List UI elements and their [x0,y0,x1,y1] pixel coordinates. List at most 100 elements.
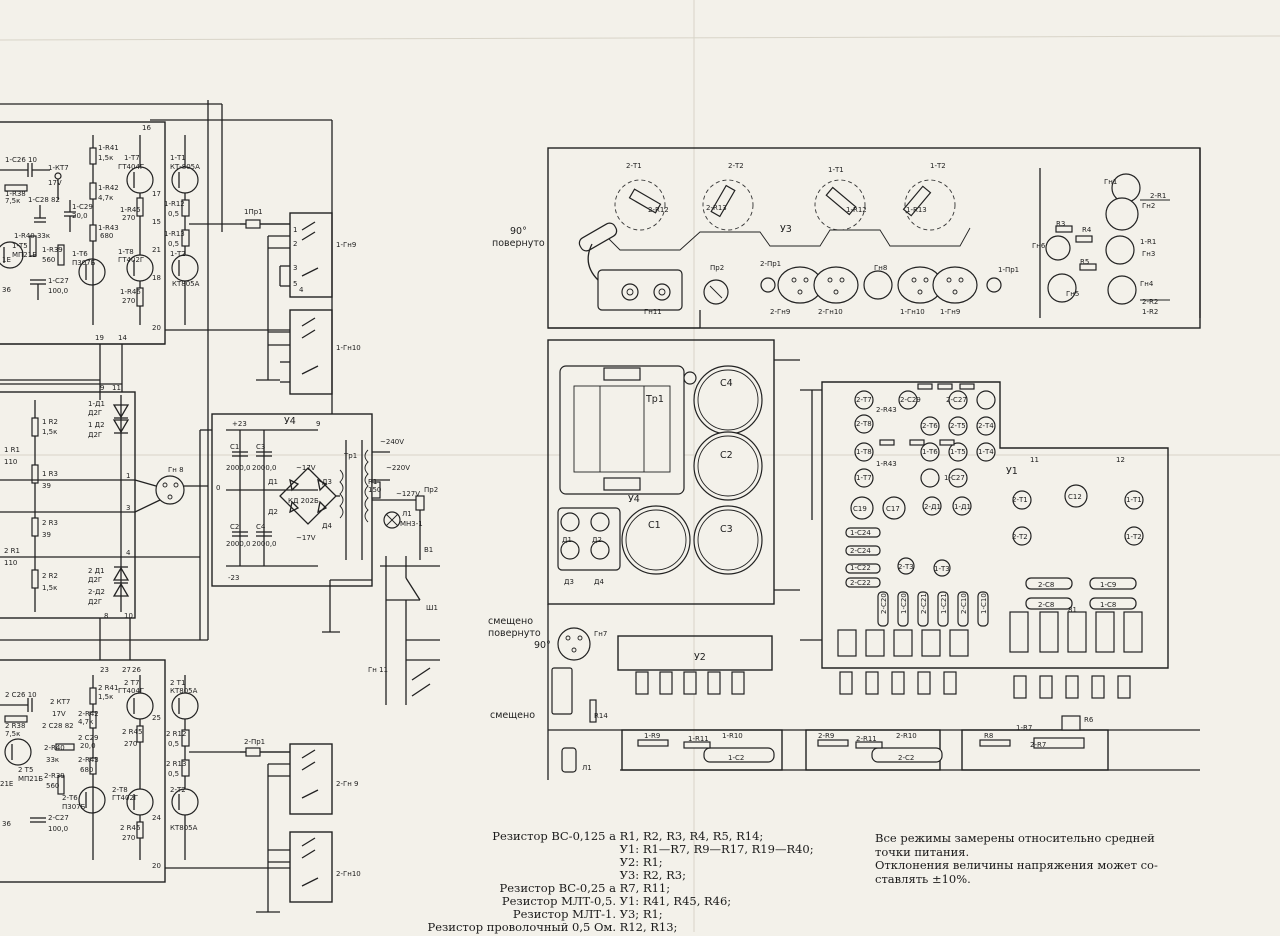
note-key: Резистор МЛТ-0,5. [501,894,616,908]
r2b-value: 1,5к [42,584,57,592]
c4-label: C4 [256,523,266,531]
resistor-notes: Резистор ВС-0,125 а R1, R2, R3, R4, R5, … [420,829,814,934]
r38-label: 1-R38 [5,190,26,198]
pin-3: 3 [126,504,130,512]
c28b-label: 2 C28 82 [42,722,74,730]
pin-17: 17 [152,190,161,198]
kt7-voltage: 17V [48,179,62,187]
bottom-layout: смещено повернуто 90° Гн7 У2 R14 смещено… [488,604,1200,780]
r45b-value: 270 [124,740,137,748]
u1-1t2: 1-Т2 [1126,533,1142,541]
kt7b-voltage: 17V [52,710,66,718]
ch-c4: С4 [720,378,733,389]
r3-value: 39 [42,482,51,490]
c29-label: 1-C29 [72,203,93,211]
c27-label: 1-C27 [48,277,69,285]
t7-label: 1-Т7 [124,154,140,162]
u3-label: У3 [780,224,792,235]
top-gn8: Гн8 [874,264,887,272]
top-2t1: 2-Т1 [626,162,642,170]
chassis-layout: Тр1 С4 С2 С1 С3 У4 Д1 Д2 Д3 Д4 [547,339,800,605]
pin-20: 20 [152,324,161,332]
note-value: У1: R1—R7, R9—R17, R19—R40; [619,842,814,856]
ch1-36: 36 [2,286,11,294]
ch-c1: С1 [648,520,661,531]
c27b-value: 100,0 [48,825,68,833]
v1-label: В1 [424,546,433,554]
top-board-layout: 2-Т1 2-Т2 1-Т1 1-Т2 2-R12 2-R13 1-R12 1-… [492,147,1201,329]
u1-2c29: 2-С29 [900,396,921,404]
u1-label: У1 [1006,466,1018,477]
r43b-label: 2-R43 [78,756,99,764]
cp-2r1: 2-R1 [1150,192,1166,200]
u1-1c24: 1-С24 [850,529,871,537]
u1-2t3: 2-Т3 [898,563,914,571]
top-1r12: 1-R12 [846,206,867,214]
l1-label: Л1 [582,764,592,772]
bridge-type: КД 202Б [288,497,319,505]
v220-label: ~220V [386,464,410,472]
jack-pin-1: 1 [293,226,297,234]
r42b-value: 4,7к [78,718,93,726]
1gn9-label: 1-Гн9 [336,241,356,249]
pin-14: 14 [118,334,127,342]
r3-label: 1 R3 [42,470,58,478]
c29b-label: 2 C29 [78,734,98,742]
t6b-label: 2-Т6 [62,794,78,802]
top-2t2: 2-Т2 [728,162,744,170]
u1-2c24: 2-С24 [850,547,871,555]
r39-value: 560 [42,256,55,264]
r45-value: 270 [122,214,135,222]
note-value: R1, R2, R3, R4, R5, R14; [619,829,764,843]
r46b-label: 2 R46 [120,824,141,832]
c4-value: 2000,0 [252,540,277,548]
bridge-d4: Д4 [322,522,332,530]
t1-type: КТ-805А [170,163,200,171]
pin-9: 9 [100,384,104,392]
u1-2c20: 2-С20 [880,593,888,614]
r39-label: 1-R39 [42,246,63,254]
1gn10-label: 1-Гн10 [336,344,361,352]
cp-1r2: 1-R2 [1142,308,1158,316]
r2-value: 1,5к [42,428,57,436]
u1-2c21: 2-С21 [920,593,928,614]
rotated-label-2: повернуто [488,628,541,639]
2gn9-label: 2-Гн 9 [336,780,359,788]
1r11-label: 1-R11 [688,735,709,743]
pin-15: 15 [152,218,161,226]
jack-pin-2: 2 [293,240,297,248]
t8-type: ГТ402Г [118,256,144,264]
cp-gn1: Гн1 [1104,178,1117,186]
d1b-type: Д2Г [88,576,102,584]
cp-gn2: Гн2 [1142,202,1155,210]
pin9-label: 9 [316,420,320,428]
d2-type: Д2Г [88,431,102,439]
r12-label: 1-R12 [164,200,185,208]
u1-1d1: 1-Д1 [954,503,971,511]
pin-20b: 20 [152,862,161,870]
zero-label: 0 [216,484,220,492]
c28-label: 1-C28 82 [28,196,60,204]
u1-trimmers [837,611,1143,699]
top-2pr1: 2-Пр1 [760,260,781,268]
t7b-label: 2 Т7 [124,679,139,687]
t2-type: КТ805А [172,280,200,288]
note-value: R7, R11; [619,881,671,895]
u1-2t8: 2-Т8 [856,420,872,428]
t2b-type: КТ805А [170,824,198,832]
u2-label: У2 [694,652,706,663]
jack-pin-4: 4 [299,286,304,294]
kt7-label: 1-КТ7 [48,164,69,172]
ch-tr1: Тр1 [645,394,664,405]
shifted-label-2: смещено [490,710,535,721]
measurement-note-line: Отклонения величины напряжения может со- [875,858,1158,872]
r14-label: R14 [594,712,608,720]
cp-r3: R3 [1056,220,1065,228]
note-key: Резистор МЛТ-1. [512,907,616,921]
r41b-value: 1,5к [98,693,113,701]
u1-2c10: 2-С10 [960,593,968,614]
kt7b-label: 2 КТ7 [50,698,70,706]
r42-value: 4,7к [98,194,113,202]
u1-pin12: 12 [1116,456,1125,464]
ch-u4: У4 [628,494,640,505]
